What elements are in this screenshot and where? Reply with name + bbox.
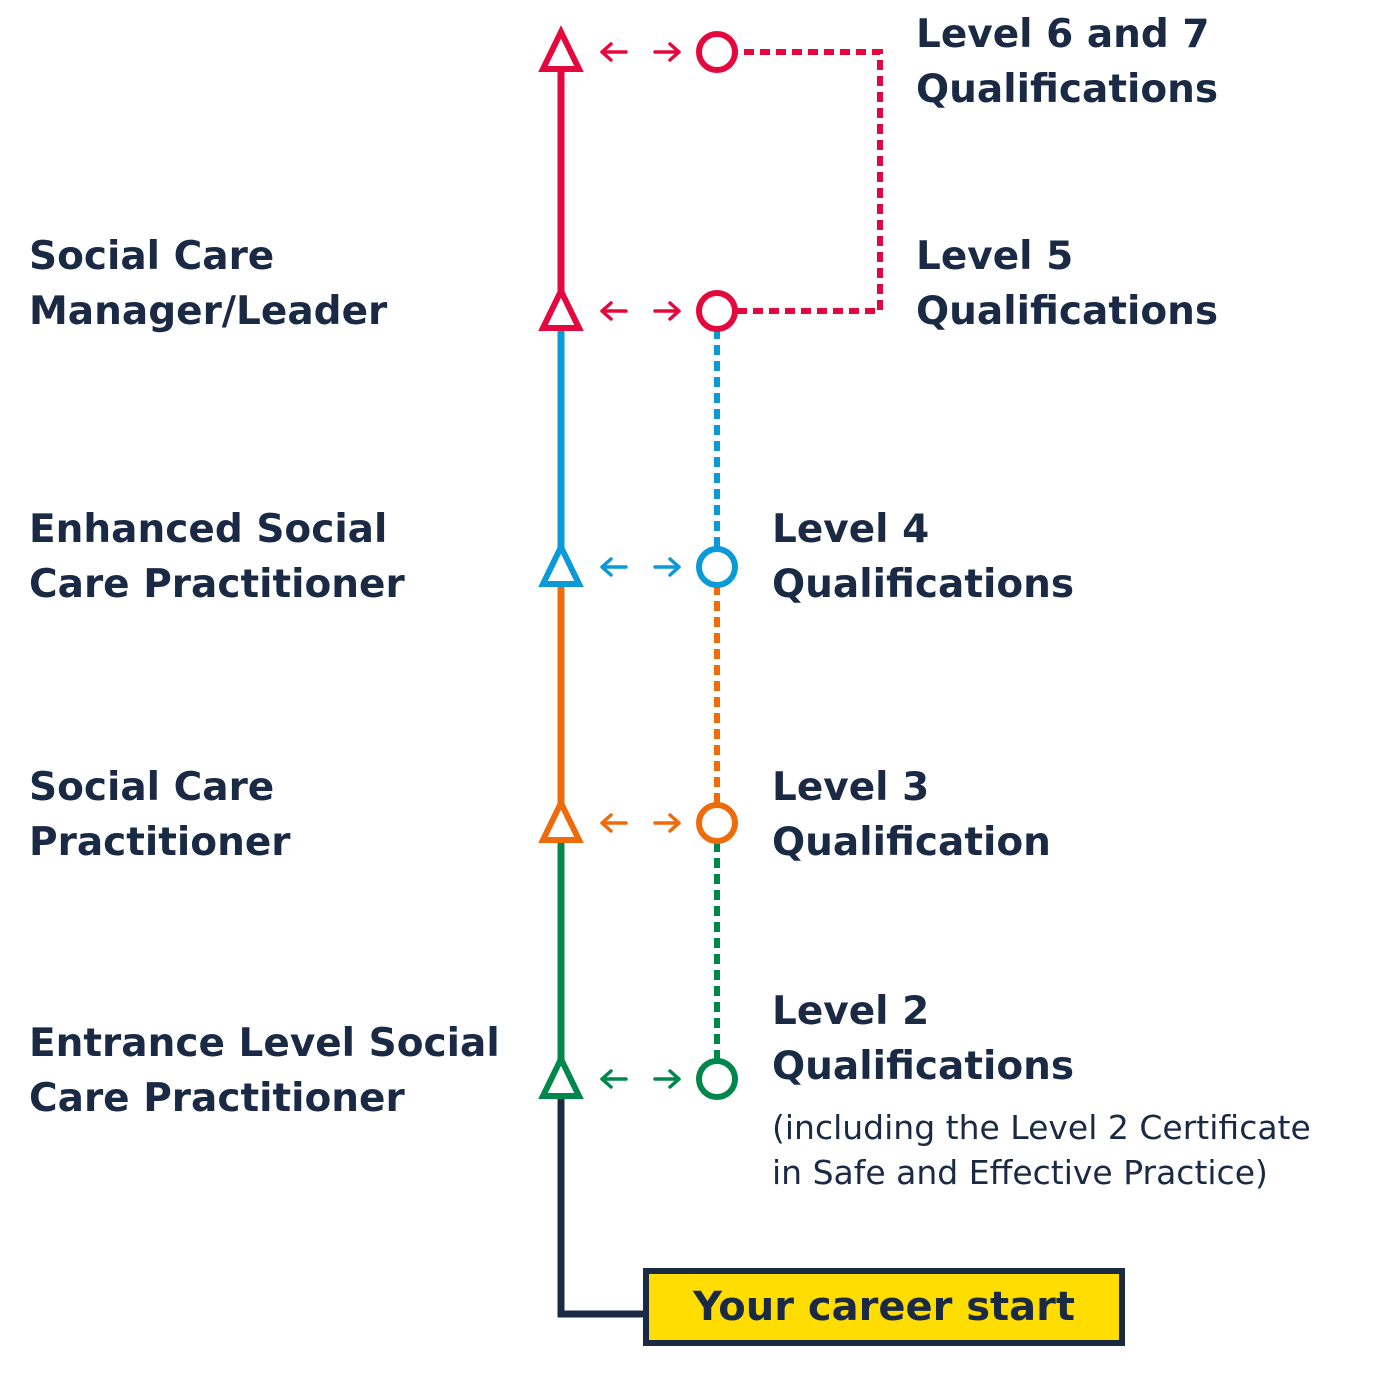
role-practitioner-label: Social Care Practitioner bbox=[29, 760, 291, 870]
role-enhanced-line2: Care Practitioner bbox=[29, 562, 405, 607]
qualification-level-4-label: Level 4 Qualifications bbox=[772, 502, 1074, 612]
qualification-level-6-7-label: Level 6 and 7 Qualifications bbox=[916, 7, 1218, 117]
qualification-level-2-label: Level 2 Qualifications bbox=[772, 984, 1074, 1094]
role-entrance-level-label: Entrance Level Social Care Practitioner bbox=[29, 1016, 500, 1126]
qualification-level-2-note: (including the Level 2 Certificate in Sa… bbox=[772, 1105, 1311, 1195]
qualification-level-2-note-line1: (including the Level 2 Certificate bbox=[772, 1108, 1311, 1147]
qualification-level-6-7-line2: Qualifications bbox=[916, 67, 1219, 112]
role-manager-line2: Manager/Leader bbox=[29, 289, 388, 334]
qualification-level-5-label: Level 5 Qualifications bbox=[916, 229, 1218, 339]
role-entrance-level-line1: Entrance Level Social bbox=[29, 1021, 500, 1066]
role-practitioner-line1: Social Care bbox=[29, 765, 275, 810]
role-triangle-icon bbox=[538, 1052, 584, 1099]
qualification-level-2-line2: Qualifications bbox=[772, 1044, 1075, 1089]
qualification-level-5-line2: Qualifications bbox=[916, 289, 1219, 334]
role-triangle-icon bbox=[538, 284, 584, 331]
arrow-left-icon bbox=[600, 557, 628, 577]
arrow-right-icon bbox=[653, 813, 681, 833]
qualification-level-6-7-line1: Level 6 and 7 bbox=[916, 12, 1210, 57]
qualification-level-5-line1: Level 5 bbox=[916, 234, 1074, 279]
start-connector-line bbox=[557, 1098, 645, 1318]
career-start-label: Your career start bbox=[692, 1284, 1075, 1330]
role-practitioner-line2: Practitioner bbox=[29, 820, 291, 865]
role-triangle-icon bbox=[538, 540, 584, 587]
qualification-link-red bbox=[737, 49, 883, 314]
role-triangle-icon bbox=[538, 25, 584, 72]
role-enhanced-line1: Enhanced Social bbox=[29, 507, 388, 552]
qualification-level-2-line1: Level 2 bbox=[772, 989, 930, 1034]
arrow-right-icon bbox=[653, 557, 681, 577]
arrow-left-icon bbox=[600, 1069, 628, 1089]
qualification-level-4-line1: Level 4 bbox=[772, 507, 930, 552]
qualification-level-3-label: Level 3 Qualification bbox=[772, 760, 1051, 870]
career-start-box: Your career start bbox=[643, 1268, 1125, 1346]
role-manager-label: Social Care Manager/Leader bbox=[29, 229, 387, 339]
qualification-level-3-line2: Qualification bbox=[772, 820, 1051, 865]
qualification-circle-icon bbox=[696, 290, 738, 332]
arrow-right-icon bbox=[653, 1069, 681, 1089]
arrow-right-icon bbox=[653, 301, 681, 321]
arrow-left-icon bbox=[600, 301, 628, 321]
role-entrance-level-line2: Care Practitioner bbox=[29, 1076, 405, 1121]
role-manager-line1: Social Care bbox=[29, 234, 275, 279]
arrow-right-icon bbox=[653, 42, 681, 62]
role-triangle-icon bbox=[538, 796, 584, 843]
qualification-level-2-note-line2: in Safe and Effective Practice) bbox=[772, 1153, 1268, 1192]
arrow-left-icon bbox=[600, 813, 628, 833]
arrow-left-icon bbox=[600, 42, 628, 62]
qualification-circle-icon bbox=[696, 546, 738, 588]
qualification-circle-icon bbox=[696, 1058, 738, 1100]
qualification-circle-icon bbox=[696, 31, 738, 73]
qualification-circle-icon bbox=[696, 802, 738, 844]
qualification-level-4-line2: Qualifications bbox=[772, 562, 1075, 607]
qualification-level-3-line1: Level 3 bbox=[772, 765, 930, 810]
role-enhanced-label: Enhanced Social Care Practitioner bbox=[29, 502, 405, 612]
